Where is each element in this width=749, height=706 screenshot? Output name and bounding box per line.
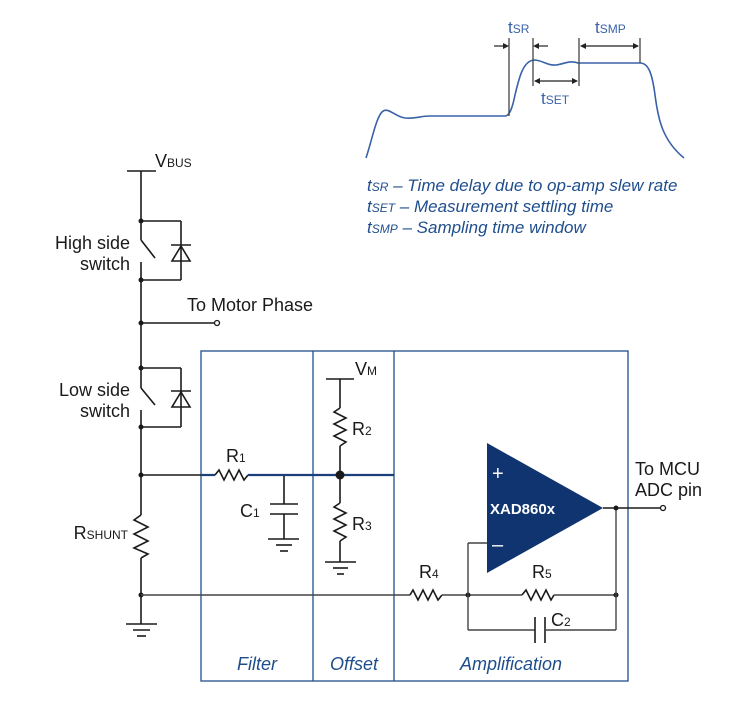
c2-label: C2	[551, 610, 571, 630]
legend-tsr: tSR – Time delay due to op-amp slew rate	[367, 176, 677, 195]
tset-arrowhead-left	[534, 78, 540, 84]
adc-pin-terminal	[659, 504, 667, 512]
r5-resistor	[521, 588, 555, 602]
junction-dot	[138, 365, 144, 371]
section-boxes: Filter Offset Amplification	[200, 350, 629, 682]
junction-dot	[138, 218, 144, 224]
high-side-label-1: High side	[55, 233, 130, 253]
timing-legend: tSR – Time delay due to op-amp slew rate…	[367, 176, 677, 237]
tsr-arrowhead-right	[533, 43, 539, 49]
tsr-arrowhead-left	[503, 43, 509, 49]
filter-label: Filter	[237, 654, 278, 674]
tsmp-arrowhead-left	[580, 43, 586, 49]
switch-blade	[140, 387, 156, 406]
amplification-label: Amplification	[459, 654, 562, 674]
r3-resistor	[332, 502, 348, 542]
tsmp-label: tSMP	[595, 18, 626, 37]
junction-dot	[613, 505, 619, 511]
diode-icon	[170, 244, 192, 262]
high-side-label-2: switch	[80, 254, 130, 274]
waveform: tSR tSET tSMP	[365, 18, 685, 159]
high-side-switch	[138, 218, 192, 283]
vm-label: VM	[355, 359, 377, 379]
r2-label: R2	[352, 419, 372, 439]
diode-icon	[170, 390, 192, 408]
low-side-switch	[138, 365, 192, 430]
r4-label: R4	[419, 562, 439, 582]
opamp-xad860x	[487, 443, 603, 573]
rshunt-label: RSHUNT	[74, 523, 129, 543]
tsr-label: tSR	[508, 18, 530, 37]
power-stage: VBUS High side switch To Motor Phase	[55, 151, 313, 637]
motor-phase-terminal	[213, 319, 221, 327]
output-label-1: To MCU	[635, 459, 700, 479]
filter-section: R1 C1	[141, 446, 394, 552]
motor-phase-label: To Motor Phase	[187, 295, 313, 315]
opamp-minus-sign: –	[492, 534, 504, 556]
r1-label: R1	[226, 446, 246, 466]
r4-resistor	[409, 588, 443, 602]
tset-arrowhead-right	[572, 78, 578, 84]
output-label-2: ADC pin	[635, 480, 702, 500]
r5-label: R5	[532, 562, 552, 582]
switch-blade	[140, 239, 156, 259]
r3-label: R3	[352, 514, 372, 534]
r2-resistor	[332, 407, 348, 447]
ground-icon	[268, 538, 299, 552]
junction-dot	[138, 320, 144, 326]
low-side-label-2: switch	[80, 401, 130, 421]
offset-label: Offset	[330, 654, 379, 674]
tsmp-arrowhead-right	[633, 43, 639, 49]
opamp-plus-sign: +	[492, 463, 504, 485]
ground-icon	[126, 623, 157, 637]
offset-node	[335, 470, 345, 480]
r1-resistor	[214, 468, 249, 482]
signal-chain-box	[200, 350, 629, 682]
amplification-section: R4 R5 C2 XAD860x + – To MCU ADC pin	[141, 443, 702, 643]
low-side-label-1: Low side	[59, 380, 130, 400]
c1-label: C1	[240, 501, 260, 521]
offset-section: VM R2 R3	[325, 359, 377, 575]
waveform-curve	[365, 59, 685, 159]
legend-tset: tSET – Measurement settling time	[367, 197, 613, 216]
tset-label: tSET	[541, 89, 570, 108]
opamp-name: XAD860x	[490, 501, 556, 518]
vbus-label: VBUS	[155, 151, 192, 171]
ground-icon	[325, 561, 356, 575]
legend-tsmp: tSMP – Sampling time window	[367, 218, 588, 237]
rshunt-resistor	[132, 514, 150, 559]
